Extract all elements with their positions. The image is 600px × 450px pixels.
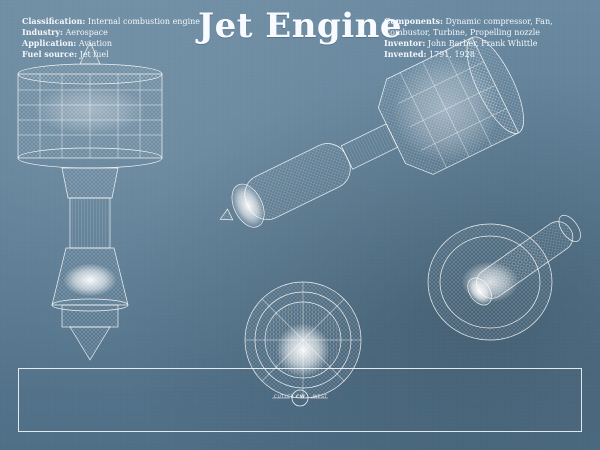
- detail-row: Combustor, Turbine, Propelling nozzle: [384, 27, 553, 38]
- details-left-column: Classification: Internal combustion engi…: [22, 16, 200, 60]
- details-right-column: Components: Dynamic compressor, Fan, Com…: [384, 16, 553, 60]
- detail-label: Inventor:: [384, 38, 426, 48]
- specification-panel: [18, 368, 582, 432]
- engine-front-view-drawing: [244, 281, 362, 399]
- detail-row: Invented: 1791, 1928: [384, 49, 553, 60]
- detail-label: Fuel source:: [22, 49, 78, 59]
- logo-right-text: WEST: [313, 395, 328, 400]
- detail-value: Internal combustion engine: [87, 17, 201, 26]
- detail-row: Application: Aviation: [22, 38, 200, 49]
- detail-label: Invented:: [384, 49, 427, 59]
- detail-label: Components:: [384, 16, 443, 26]
- engine-rear-view-drawing: [427, 214, 581, 341]
- logo-mark-icon: [272, 389, 328, 407]
- poster-title: Jet Engine: [198, 6, 402, 46]
- detail-label: Classification:: [22, 16, 86, 26]
- detail-value: Dynamic compressor, Fan,: [445, 17, 553, 26]
- detail-row: Fuel source: Jet fuel: [22, 49, 200, 60]
- engine-side-view-drawing: [17, 41, 163, 361]
- detail-value: 1791, 1928: [429, 50, 475, 59]
- logo-mark-text: CW: [296, 395, 306, 400]
- detail-label: Application:: [22, 38, 77, 48]
- logo-left-text: CUTLER: [274, 395, 295, 400]
- detail-value: John Barber, Frank Whittle: [427, 39, 538, 48]
- detail-row: Classification: Internal combustion engi…: [22, 16, 200, 27]
- engine-perspective-drawing: [219, 36, 524, 228]
- detail-value: Jet fuel: [79, 50, 109, 59]
- detail-value: Aerospace: [65, 28, 108, 37]
- detail-row: Components: Dynamic compressor, Fan,: [384, 16, 553, 27]
- detail-row: Industry: Aerospace: [22, 27, 200, 38]
- detail-value: Aviation: [78, 39, 112, 48]
- detail-row: Inventor: John Barber, Frank Whittle: [384, 38, 553, 49]
- detail-label: Industry:: [22, 27, 63, 37]
- detail-value: Combustor, Turbine, Propelling nozzle: [384, 28, 540, 37]
- cutler-west-logo-icon: CUTLER CW WEST: [270, 384, 330, 412]
